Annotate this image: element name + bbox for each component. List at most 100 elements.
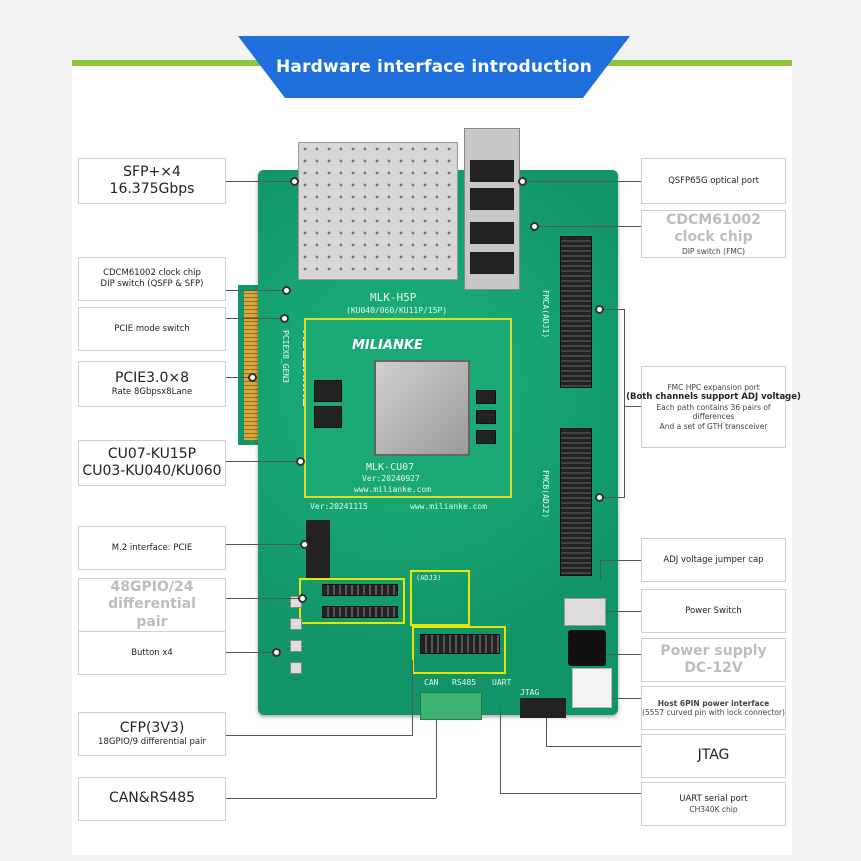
connector-line <box>412 660 413 736</box>
fmcb-board-text: FMCB(ADJ2) <box>541 470 550 519</box>
pcie-gold-fingers <box>244 290 262 440</box>
connector-line <box>436 720 437 798</box>
label-cdcm-fmc-line1: CDCM61002 <box>666 211 761 228</box>
label-uart-line1: UART serial port <box>679 794 748 804</box>
connector-line <box>600 560 641 561</box>
callout-dot <box>530 222 539 231</box>
board-button <box>290 618 302 630</box>
label-cfp-line1: CFP(3V3) <box>119 719 185 736</box>
connector-line <box>600 560 601 580</box>
label-jtag-line1: JTAG <box>697 747 730 764</box>
connector-line <box>226 544 304 545</box>
label-gpio48-line2: differential <box>108 596 196 613</box>
label-sfp-line2: 16.375Gbps <box>109 181 195 197</box>
callout-dot <box>300 540 309 549</box>
ddr-chip <box>476 390 496 404</box>
label-adj-line1: ADJ voltage jumper cap <box>663 554 764 565</box>
connector-line <box>500 793 641 794</box>
connector-line <box>606 654 641 655</box>
connector-line <box>546 746 641 747</box>
cfp-header <box>420 634 500 654</box>
board-version: Ver:20241115 <box>310 502 368 511</box>
qsfp-fin <box>470 160 514 182</box>
label-qsfp-line1: QSFP65G optical port <box>668 175 759 186</box>
jtag-board-text: JTAG <box>520 688 540 697</box>
qsfp-fin <box>470 252 514 274</box>
label-gpio48-line3: pair <box>136 613 168 630</box>
connector-line <box>226 652 276 653</box>
label-fmc-line2: (Both channels support ADJ voltage) <box>626 392 801 403</box>
label-fmc: FMC HPC expansion port (Both channels su… <box>626 366 801 448</box>
label-host-6pin-line2: (5557 curved pin with lock connector) <box>642 708 785 717</box>
qsfp-fin <box>470 222 514 244</box>
connector-line <box>226 798 436 799</box>
title-banner: Hardware interface introduction <box>238 36 630 98</box>
connector-line <box>226 181 294 182</box>
can-text: CAN <box>424 678 439 687</box>
label-gpio48: 48GPIO/24 differential pair <box>78 578 226 632</box>
label-cfp: CFP(3V3) 18GPIO/9 differential pair <box>78 712 226 756</box>
callout-dot <box>595 305 604 314</box>
6pin-power-connector <box>572 668 612 708</box>
connector-line <box>600 309 624 310</box>
rs485-text: RS485 <box>452 678 477 687</box>
label-can: CAN&RS485 <box>78 777 226 821</box>
label-pcie-line1: PCIE3.0×8 <box>114 369 190 386</box>
connector-line <box>624 406 641 407</box>
som-brand: MILIANKE <box>352 338 423 353</box>
connector-line <box>606 611 641 612</box>
label-cu07-line2: CU03-KU040/KU060 <box>82 463 222 479</box>
connector-line <box>624 309 625 498</box>
uart-text: UART <box>492 678 512 687</box>
callout-dot <box>248 373 257 382</box>
board-model: MLK-H5P <box>370 291 417 304</box>
label-pcie-line2: Rate 8Gbpsx8Lane <box>111 387 193 398</box>
label-pcie-mode: PCIE mode switch <box>78 307 226 351</box>
label-cu07-line1: CU07-KU15P <box>107 445 197 462</box>
label-cdcm-fmc-line2: clock chip <box>674 229 753 246</box>
callout-dot <box>298 594 307 603</box>
connector-line <box>226 377 252 378</box>
board-button <box>290 640 302 652</box>
callout-dot <box>280 314 289 323</box>
power-chip <box>314 406 342 428</box>
label-button-line1: Button x4 <box>131 647 173 658</box>
gpio-header <box>322 584 398 596</box>
connector-line <box>612 698 641 699</box>
som-model: MLK-CU07 <box>366 462 415 473</box>
label-cu07: CU07-KU15P CU03-KU040/KU060 <box>78 440 226 486</box>
label-cdcm-fmc-line3: DIP switch (FMC) <box>681 246 746 256</box>
connector-line <box>600 497 624 498</box>
label-power-supply-line2: DC-12V <box>684 660 743 676</box>
callout-dot <box>595 493 604 502</box>
label-m2: M.2 interface: PCIE <box>78 526 226 570</box>
label-uart-line2: CH340K chip <box>689 804 738 814</box>
label-cdcm-sfp-line2: DIP switch (QSFP & SFP) <box>100 279 204 289</box>
dc-power-jack <box>568 630 606 666</box>
adj3-highlight <box>410 570 470 626</box>
callout-dot <box>282 286 291 295</box>
label-host-6pin-line1: Host 6PIN power interface <box>657 698 770 708</box>
label-fmc-line4: And a set of GTH transceiver <box>659 421 768 431</box>
fmca-connector <box>560 236 592 388</box>
gpio-header <box>322 606 398 618</box>
som-version: Ver:20240927 <box>362 474 420 483</box>
qsfp-fin <box>470 188 514 210</box>
connector-line <box>226 290 286 291</box>
ddr-chip <box>476 430 496 444</box>
label-button: Button x4 <box>78 631 226 675</box>
label-power-supply-line1: Power supply <box>660 642 767 659</box>
label-pcie: PCIE3.0×8 Rate 8Gbpsx8Lane <box>78 361 226 407</box>
connector-line <box>226 598 302 599</box>
label-power-switch: Power Switch <box>641 589 786 633</box>
label-host-6pin: Host 6PIN power interface (5557 curved p… <box>641 686 786 730</box>
connector-line <box>546 718 547 746</box>
callout-dot <box>296 457 305 466</box>
label-jtag: JTAG <box>641 734 786 778</box>
fpga-chip <box>374 360 470 456</box>
label-cdcm-fmc: CDCM61002 clock chip DIP switch (FMC) <box>641 210 786 258</box>
callout-dot <box>272 648 281 657</box>
connector-line <box>526 181 641 182</box>
label-sfp-line1: SFP+×4 <box>123 163 181 180</box>
connector-line <box>226 461 300 462</box>
